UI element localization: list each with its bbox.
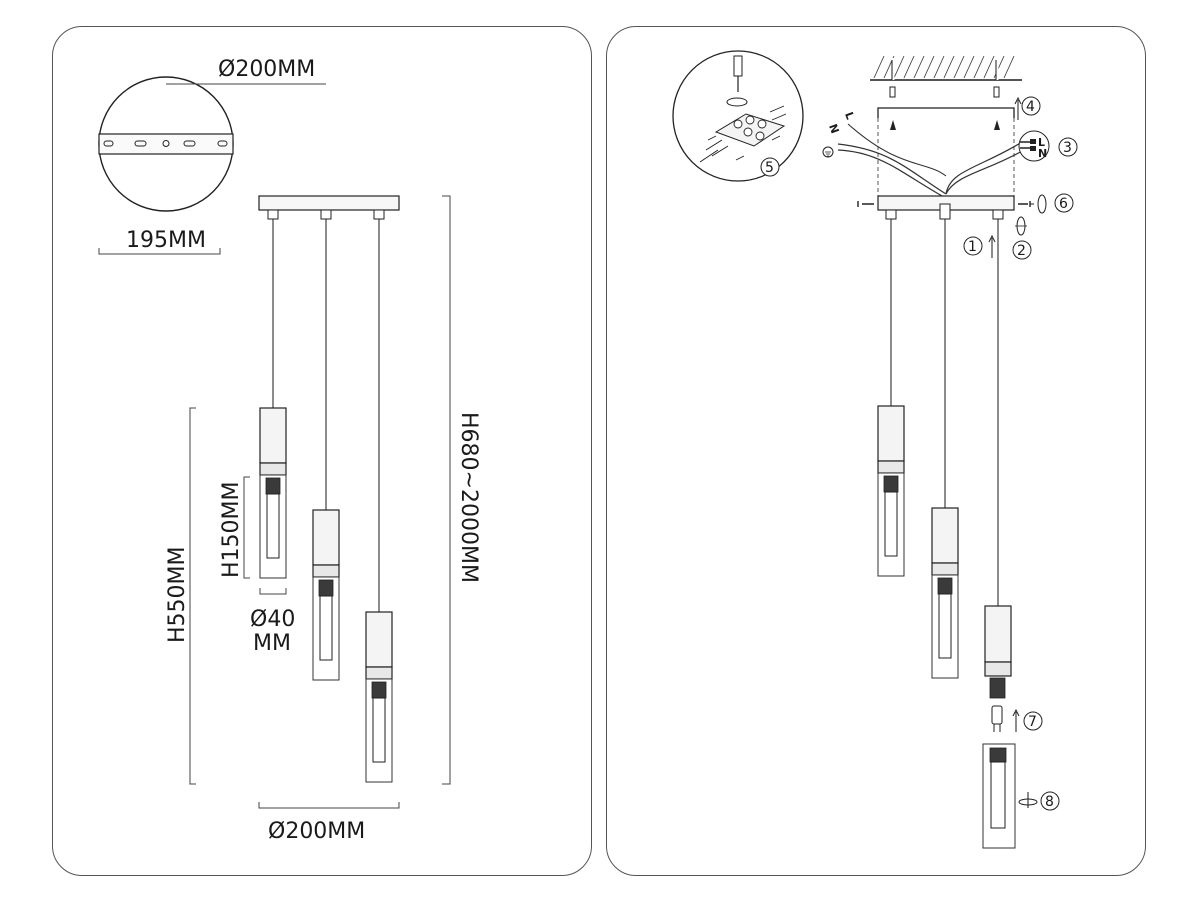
step-4-number: 4: [1026, 99, 1035, 115]
body-height-dimension: [189, 407, 196, 785]
assembly-cables: [890, 219, 999, 606]
wall-anchors: [889, 86, 1000, 98]
step-8-number: 8: [1045, 794, 1054, 810]
body-height-label: H550MM: [165, 547, 190, 644]
supply-wires: [837, 123, 1025, 197]
step-2-number: 2: [1017, 243, 1026, 259]
assembly-pendant-right-exploded: [984, 605, 1012, 699]
ceiling-hatch: [870, 55, 1022, 81]
step-1-number: 1: [968, 239, 977, 255]
canopy-side-view: [258, 195, 400, 220]
canopy-assembly: [857, 195, 1031, 220]
cap-nut-step-6: [1030, 194, 1047, 214]
step-3-badge: [1058, 137, 1078, 157]
terminal-label-live: L: [1038, 136, 1045, 149]
shade-diameter-dimension: [259, 588, 287, 595]
spread-diameter-dimension: [258, 802, 400, 809]
wire-label-neutral: N: [826, 122, 841, 135]
step-4-badge: [1021, 96, 1041, 116]
shade-diameter-label-line2: MM: [253, 631, 291, 656]
step-3-number: 3: [1063, 140, 1072, 156]
bracket-width-dimension: [98, 248, 221, 255]
overall-height-label: H680~2000MM: [456, 412, 481, 583]
knob-step-2: [1015, 216, 1027, 236]
overall-height-dimension: [442, 195, 451, 785]
suspension-cables: [272, 219, 380, 612]
pendant-middle: [312, 509, 340, 681]
terminal-label-neutral: N: [1038, 147, 1047, 160]
earth-symbol-icon: [822, 146, 834, 158]
step-2-badge: [1012, 240, 1032, 260]
assembly-pendant-left: [877, 405, 905, 577]
installation-panel: [606, 26, 1146, 876]
step-7-badge: [1023, 711, 1043, 731]
shade-height-dimension: [243, 476, 250, 579]
spread-diameter-label: Ø200MM: [268, 819, 365, 844]
step-5-number: 5: [765, 160, 774, 176]
live-neutral-terminal: [1018, 130, 1050, 162]
mounting-bracket: [877, 107, 1015, 196]
terminal-block-detail: [672, 50, 804, 182]
screw-step-1: [988, 234, 996, 258]
step-6-badge: [1054, 193, 1074, 213]
step-5-badge: [760, 157, 780, 177]
shade-height-label: H150MM: [219, 482, 244, 579]
bracket-width-label: 195MM: [126, 228, 206, 253]
assembly-pendant-middle: [931, 507, 959, 679]
step-6-number: 6: [1059, 196, 1068, 212]
top-view-bracket: [98, 76, 234, 212]
glass-shade-step-8: [982, 743, 1038, 849]
step-1-badge: [963, 236, 983, 256]
pendant-left: [259, 407, 287, 579]
base-diameter-label: Ø200MM: [218, 57, 315, 82]
step-8-badge: [1040, 791, 1060, 811]
step-7-number: 7: [1028, 714, 1037, 730]
wire-label-live: L: [842, 110, 857, 121]
shade-diameter-label-line1: Ø40: [250, 607, 295, 632]
g9-bulb-step-7: [991, 705, 1020, 732]
pendant-right: [365, 611, 393, 783]
dimensions-panel: [52, 26, 592, 876]
screw-step-4: [1014, 96, 1022, 120]
